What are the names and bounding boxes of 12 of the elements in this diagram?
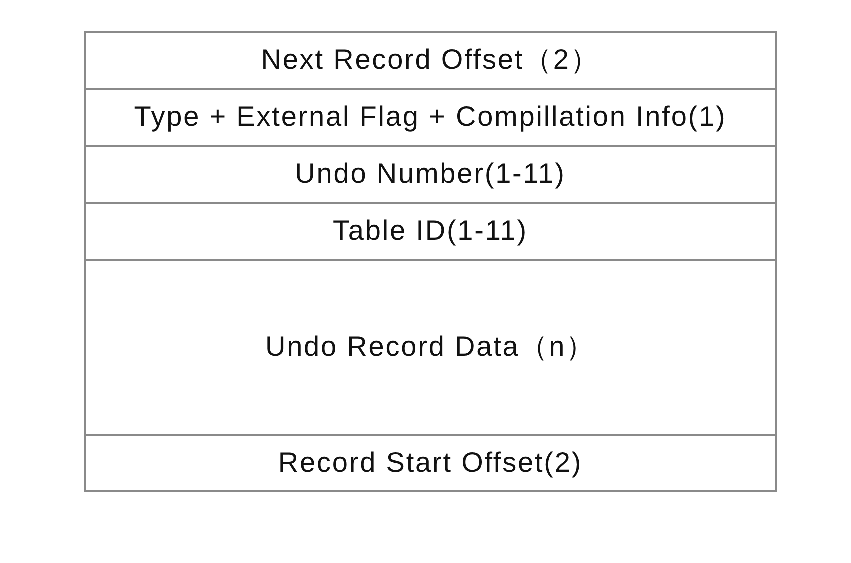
field-label: Type + External Flag + Compillation Info(1) bbox=[134, 101, 727, 134]
field-label: Record Start Offset(2) bbox=[278, 446, 583, 480]
table-row bbox=[84, 31, 777, 90]
table-row bbox=[84, 259, 777, 436]
table-row bbox=[84, 434, 777, 492]
field-label: Undo Number(1-11) bbox=[295, 158, 566, 191]
table-row bbox=[84, 202, 777, 261]
table-row bbox=[84, 145, 777, 204]
field-label: Undo Record Data（n） bbox=[265, 331, 596, 364]
field-label: Table ID(1-11) bbox=[333, 215, 528, 248]
table-row bbox=[84, 88, 777, 147]
field-label: Next Record Offset（2） bbox=[261, 44, 600, 77]
